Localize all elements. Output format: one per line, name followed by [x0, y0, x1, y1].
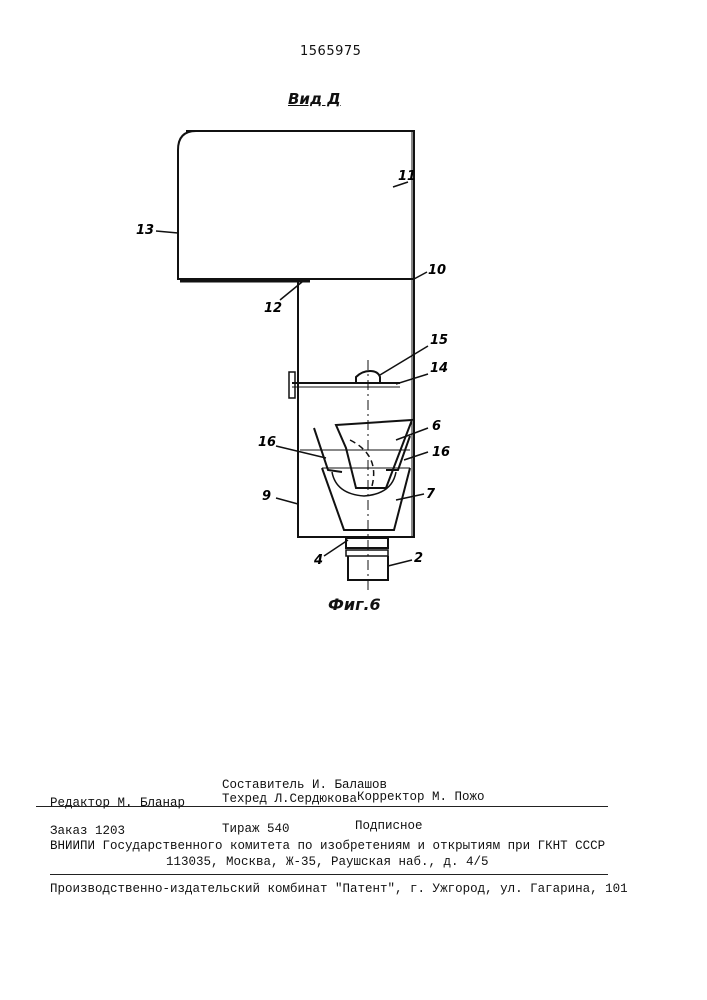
callout-10: 10	[428, 263, 446, 278]
deflector-right	[386, 436, 410, 470]
callout-6: 6	[432, 419, 441, 434]
divider-2	[50, 874, 608, 875]
callout-4: 4	[313, 553, 323, 568]
order-line: Заказ 1203	[50, 824, 125, 838]
callout-9: 9	[262, 489, 271, 504]
callout-2: 2	[414, 551, 423, 566]
corrector-line: Корректор М. Пожо	[357, 790, 485, 804]
lower-housing	[298, 279, 414, 537]
editor-line: Редактор М. Бланар	[50, 796, 185, 810]
callout-14: 14	[430, 361, 448, 376]
nozzle	[346, 538, 388, 548]
inner-cone	[336, 420, 412, 488]
upper-housing	[178, 131, 414, 279]
techred-line: Техред Л.Сердюкова	[222, 792, 357, 806]
callout-12: 12	[264, 301, 282, 316]
publisher-line: Производственно-издательский комбинат "П…	[50, 882, 628, 896]
callout-11: 11	[398, 169, 416, 184]
circulation-line: Тираж 540	[222, 822, 290, 836]
institute-line: ВНИИПИ Государственного комитета по изоб…	[50, 839, 605, 853]
callout-16-left: 16	[258, 435, 276, 450]
callout-13: 13	[136, 223, 154, 238]
address-line: 113035, Москва, Ж-35, Раушская наб., д. …	[166, 855, 489, 869]
subscription-line: Подписное	[355, 819, 423, 833]
callout-7: 7	[426, 487, 436, 502]
figure-caption: Фиг.6	[328, 595, 381, 614]
callout-16-right: 16	[432, 445, 450, 460]
callout-15: 15	[430, 333, 448, 348]
divider-1	[36, 806, 608, 807]
